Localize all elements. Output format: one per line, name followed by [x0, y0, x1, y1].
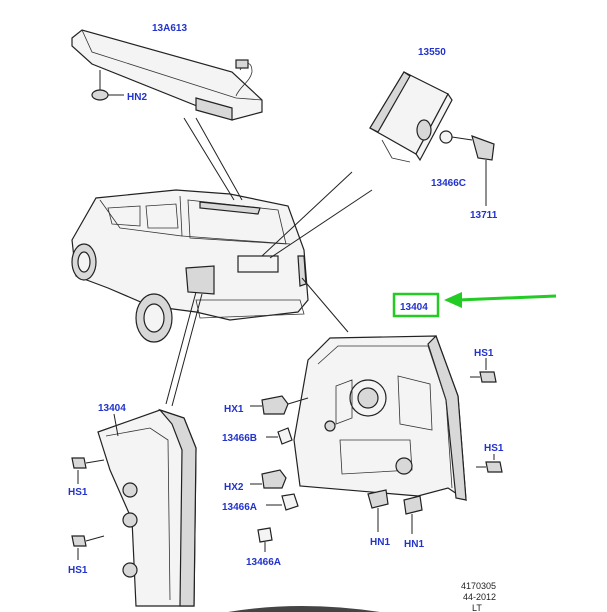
- nut-hn1-right-icon: [403, 495, 423, 534]
- callout-13466c: 13466C: [431, 178, 466, 189]
- callout-hx1: HX1: [224, 404, 244, 415]
- callout-hx2: HX2: [224, 482, 244, 493]
- callout-13404-left: 13404: [98, 403, 126, 414]
- crop-edge-shadow: [228, 606, 380, 612]
- callout-13404-main: 13404: [400, 302, 428, 313]
- rear-lamp-assembly-13404: [293, 334, 467, 502]
- callout-13466a-upper: 13466A: [222, 502, 257, 513]
- harness-connector-13466c-icon: [439, 130, 473, 144]
- callout-hs1-left-top: HS1: [68, 487, 88, 498]
- bulb-holder-13550: [369, 71, 453, 163]
- lamp-assembly-left-13404: [97, 408, 197, 607]
- screw-hs1-upper-right-icon: [470, 358, 497, 383]
- right-tail-lamp-icon: [297, 255, 307, 287]
- vehicle-rear-view: [71, 189, 309, 343]
- callout-hn2: HN2: [127, 92, 147, 103]
- bulb-13711-icon: [471, 135, 495, 206]
- callout-13711: 13711: [470, 210, 498, 221]
- bulb-hx2-icon: [250, 469, 287, 489]
- reference-suffix: LT: [472, 603, 482, 612]
- reference-number: 4170305: [461, 581, 496, 591]
- screw-hs1-upper-left-icon: [71, 457, 105, 484]
- callout-13550: 13550: [418, 47, 446, 58]
- bulb-13466a-lower-icon: [257, 527, 273, 552]
- number-plate-icon: [237, 255, 279, 273]
- screw-hs1-lower-left-icon: [71, 535, 105, 560]
- bulb-13466a-upper-icon: [266, 493, 299, 511]
- callout-13a613: 13A613: [152, 23, 187, 34]
- bulb-hx1-icon: [250, 395, 309, 415]
- date-code: 44-2012: [463, 592, 496, 602]
- highlight-arrow-icon: [444, 292, 557, 308]
- callout-13466b: 13466B: [222, 433, 257, 444]
- bulb-13466b-icon: [266, 427, 293, 445]
- callout-hs1-right-bottom: HS1: [484, 443, 504, 454]
- nut-hn2-icon: [91, 70, 124, 101]
- screw-hs1-lower-right-icon: [476, 454, 503, 473]
- callout-hs1-right-top: HS1: [474, 348, 494, 359]
- leader-lines: [165, 117, 373, 407]
- left-tail-lamp-icon: [185, 265, 215, 295]
- nut-hn1-left-icon: [367, 489, 389, 532]
- lamp-connector-icon: [235, 59, 249, 69]
- highlight-box: [392, 292, 440, 318]
- callout-hn1-left: HN1: [370, 537, 390, 548]
- high-mount-stop-lamp: [71, 29, 263, 121]
- callout-hn1-right: HN1: [404, 539, 424, 550]
- callout-13466a-lower: 13466A: [246, 557, 281, 568]
- callout-hs1-left-bottom: HS1: [68, 565, 88, 576]
